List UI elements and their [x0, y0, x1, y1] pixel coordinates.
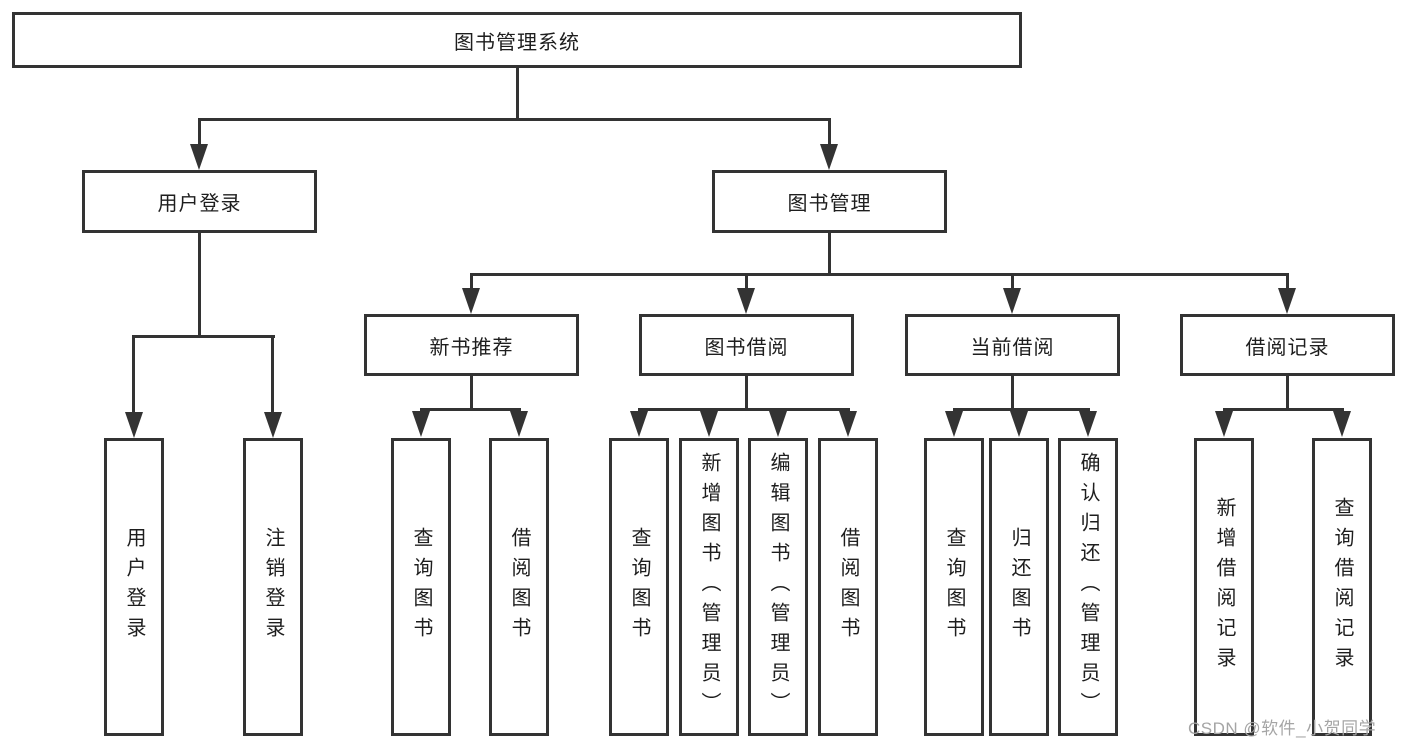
connector-line — [1011, 273, 1014, 291]
arrow-down-icon — [190, 144, 208, 170]
arrow-down-icon — [700, 411, 718, 437]
arrow-down-icon — [630, 411, 648, 437]
leaf-return-books: 归还图书 — [989, 438, 1049, 736]
connector-line — [828, 233, 831, 276]
arrow-down-icon — [1215, 411, 1233, 437]
leaf-borrow-books: 借阅图书 — [489, 438, 549, 736]
connector-line — [1286, 273, 1289, 291]
leaf-logout: 注销登录 — [243, 438, 303, 736]
arrow-down-icon — [820, 144, 838, 170]
node-user-login: 用户登录 — [82, 170, 317, 233]
leaf-borrow-books-2: 借阅图书 — [818, 438, 878, 736]
connector-line — [470, 273, 473, 291]
leaf-query-borrow-record: 查询借阅记录 — [1312, 438, 1372, 736]
connector-line — [953, 408, 1090, 411]
arrow-down-icon — [1003, 288, 1021, 314]
arrow-down-icon — [1278, 288, 1296, 314]
arrow-down-icon — [1010, 411, 1028, 437]
connector-line — [828, 118, 831, 150]
connector-line — [198, 118, 831, 121]
connector-line — [132, 335, 135, 415]
node-library-system: 图书管理系统 — [12, 12, 1022, 68]
connector-line — [638, 408, 850, 411]
arrow-down-icon — [839, 411, 857, 437]
leaf-query-books-3: 查询图书 — [924, 438, 984, 736]
arrow-down-icon — [125, 412, 143, 438]
arrow-down-icon — [737, 288, 755, 314]
connector-line — [1223, 408, 1344, 411]
connector-line — [1011, 376, 1014, 410]
node-new-book-recommend: 新书推荐 — [364, 314, 579, 376]
connector-line — [470, 273, 1289, 276]
connector-line — [271, 335, 274, 415]
leaf-query-books-2: 查询图书 — [609, 438, 669, 736]
arrow-down-icon — [264, 412, 282, 438]
watermark-text: CSDN @软件_小贺同学 — [1188, 719, 1377, 738]
connector-line — [420, 408, 521, 411]
connector-line — [198, 233, 201, 338]
node-borrowing-records: 借阅记录 — [1180, 314, 1395, 376]
arrow-down-icon — [1333, 411, 1351, 437]
arrow-down-icon — [769, 411, 787, 437]
arrow-down-icon — [1079, 411, 1097, 437]
connector-line — [516, 68, 519, 118]
connector-line — [1286, 376, 1289, 410]
arrow-down-icon — [510, 411, 528, 437]
leaf-query-books: 查询图书 — [391, 438, 451, 736]
connector-line — [133, 335, 275, 338]
node-book-management: 图书管理 — [712, 170, 947, 233]
arrow-down-icon — [945, 411, 963, 437]
connector-line — [198, 118, 201, 150]
connector-line — [745, 376, 748, 410]
node-book-borrowing: 图书借阅 — [639, 314, 854, 376]
node-current-borrowing: 当前借阅 — [905, 314, 1120, 376]
arrow-down-icon — [412, 411, 430, 437]
leaf-user-login: 用户登录 — [104, 438, 164, 736]
connector-line — [470, 376, 473, 410]
connector-line — [745, 273, 748, 291]
leaf-confirm-return-admin: 确认归还（管理员） — [1058, 438, 1118, 736]
leaf-add-books-admin: 新增图书（管理员） — [679, 438, 739, 736]
arrow-down-icon — [462, 288, 480, 314]
leaf-add-borrow-record: 新增借阅记录 — [1194, 438, 1254, 736]
leaf-edit-books-admin: 编辑图书（管理员） — [748, 438, 808, 736]
